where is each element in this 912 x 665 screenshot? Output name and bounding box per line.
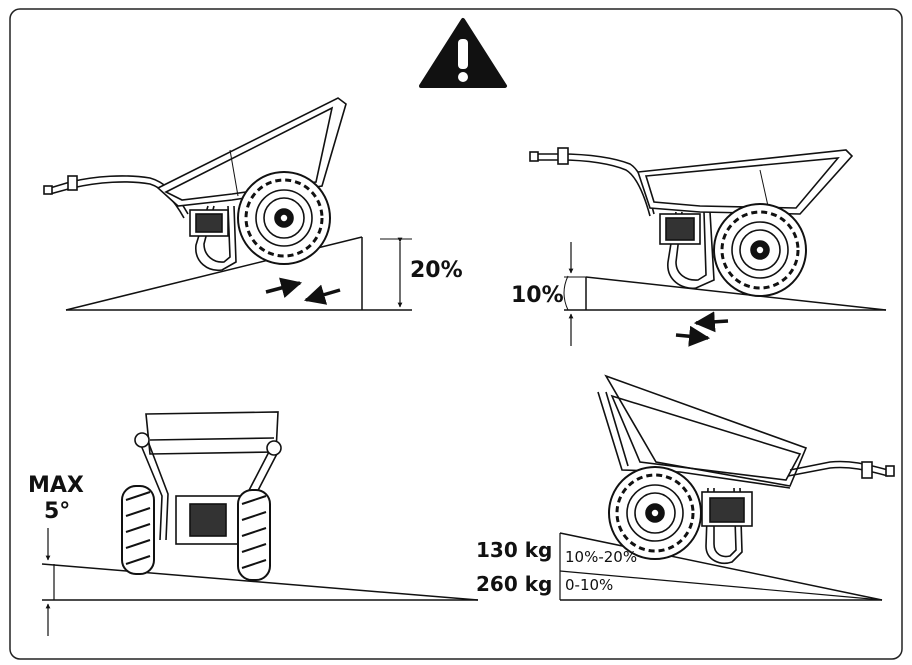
load-130-range-label: 10%-20% [565,548,638,566]
direction-arrow-up-icon [265,277,303,298]
wheelbarrow-drawing [597,374,895,564]
panel-load-grade [559,374,895,601]
wheelbarrow-drawing [529,147,854,297]
load-260-range-label: 0-10% [565,576,614,594]
frame-border [9,8,903,660]
panel-downhill-10 [529,147,887,347]
grade-20-label: 20% [410,258,463,283]
max-label: MAX [28,473,84,498]
direction-arrow-left-icon [693,311,729,333]
panel-side-slope [41,411,479,636]
load-130-label: 130 kg [476,538,553,562]
direction-arrow-down-icon [303,284,341,305]
warning-triangle-icon [419,18,507,88]
load-260-label: 260 kg [476,572,553,596]
max-degree-label: 5° [44,499,71,524]
panel-uphill-20 [43,97,412,311]
direction-arrow-right-icon [675,325,711,347]
wheelbarrow-drawing [43,97,347,271]
grade-10-label: 10% [511,283,564,308]
wheelbarrow-rear-drawing [121,411,282,581]
